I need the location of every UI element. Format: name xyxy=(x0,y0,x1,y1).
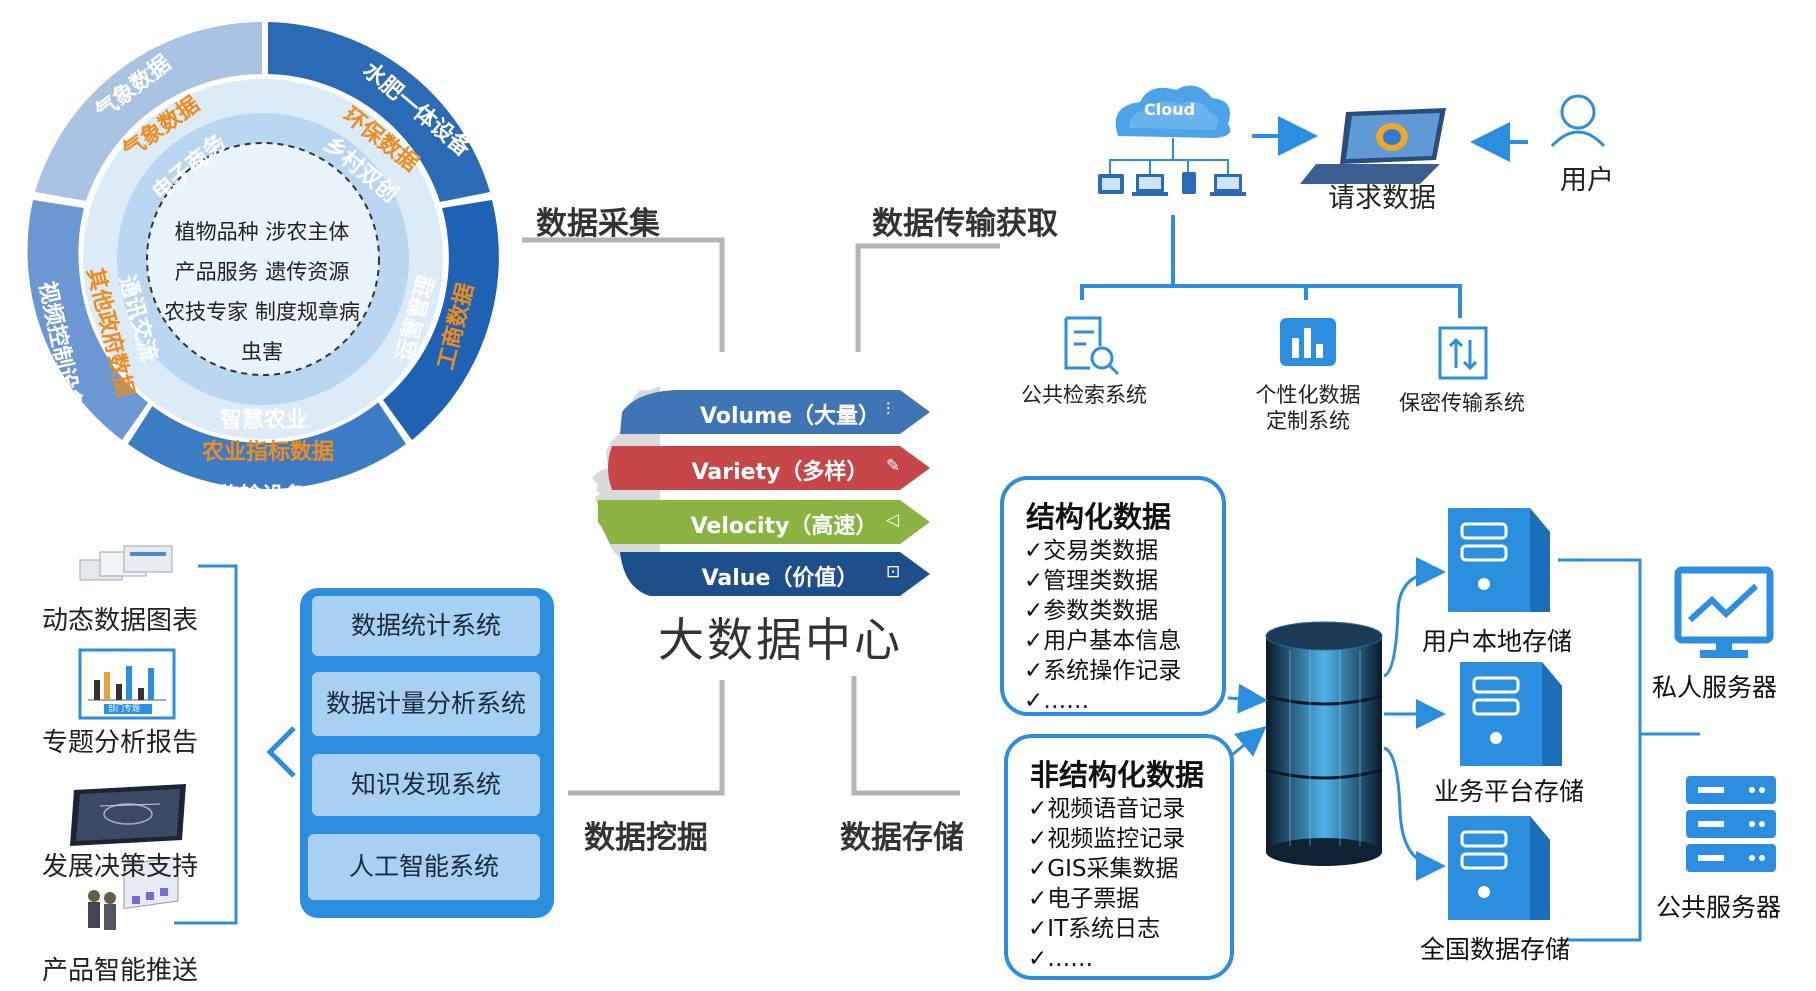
structured-data-card: 结构化数据 ✓交易类数据 ✓管理类数据 ✓参数类数据 ✓用户基本信息 ✓系统操作… xyxy=(1000,476,1226,716)
cloud-label: Cloud xyxy=(1144,100,1196,119)
source-ring xyxy=(27,22,499,490)
lock-icon: ⊡ xyxy=(886,562,901,582)
ribbon-volume-label: Volume（大量） xyxy=(700,404,880,429)
structured-item: ✓用户基本信息 xyxy=(1024,628,1182,654)
ribbon-value xyxy=(620,552,930,596)
report-icon xyxy=(78,648,176,720)
report-chip-label: 部门专题 xyxy=(108,704,140,713)
ribbon-value-label: Value（价值） xyxy=(701,566,859,591)
section-connectors xyxy=(522,237,1000,796)
section-title-transfer: 数据传输获取 xyxy=(872,206,1058,242)
data-metrics-analysis-system[interactable]: 数据计量分析系统 xyxy=(312,672,540,736)
connector-mining xyxy=(568,680,725,796)
storage-national: 全国数据存储 xyxy=(1420,935,1571,964)
structured-item: ✓系统操作记录 xyxy=(1024,658,1182,684)
core-line-1: 植物品种 涉农主体 xyxy=(174,220,350,244)
section-title-storage: 数据存储 xyxy=(840,820,964,856)
request-data-label: 请求数据 xyxy=(1328,183,1436,214)
structured-item: ✓…… xyxy=(1024,688,1090,714)
data-statistics-system[interactable]: 数据统计系统 xyxy=(312,596,540,656)
knowledge-discovery-system[interactable]: 知识发现系统 xyxy=(312,754,540,816)
section-title-mining: 数据挖掘 xyxy=(584,820,708,856)
custom-data-icon xyxy=(1280,318,1336,366)
core-line-4: 虫害 xyxy=(241,340,283,364)
structured-item: ✓管理类数据 xyxy=(1024,568,1159,594)
chart-thumbnail-icon xyxy=(79,545,173,581)
output-smart-push: 产品智能推送 xyxy=(42,956,199,986)
output-topic-report: 专题分析报告 xyxy=(42,728,199,758)
system-public-search: 公共检索系统 xyxy=(1021,383,1147,407)
section-title-collect: 数据采集 xyxy=(536,206,660,242)
send-icon: ◁ xyxy=(886,510,900,530)
structured-list: ✓交易类数据 ✓管理类数据 ✓参数类数据 ✓用户基本信息 ✓系统操作记录 ✓…… xyxy=(1024,536,1181,716)
ribbon-volume xyxy=(620,390,930,434)
connector-collect xyxy=(522,237,725,352)
inner-label-smart-agri: 智慧农业 xyxy=(220,408,309,433)
unstructured-title: 非结构化数据 xyxy=(1030,758,1205,792)
system-secure-transfer: 保密传输系统 xyxy=(1399,391,1525,415)
presentation-icon xyxy=(88,856,179,930)
output-decision-support: 发展决策支持 xyxy=(42,852,199,882)
search-system-icon xyxy=(1064,316,1120,376)
system-custom-data: 个性化数据 定制系统 xyxy=(1255,383,1361,433)
output-dynamic-charts: 动态数据图表 xyxy=(42,606,199,636)
storage-user-local: 用户本地存储 xyxy=(1422,627,1573,656)
unstructured-item: ✓IT系统日志 xyxy=(1028,916,1161,942)
core-line-3: 农技专家 制度规章病 xyxy=(164,300,360,324)
unstructured-item: ✓视频语音记录 xyxy=(1028,796,1186,822)
unstructured-item: ✓电子票据 xyxy=(1028,886,1140,912)
ribbon-velocity xyxy=(598,500,930,544)
orange-label-agri-index: 农业指标数据 xyxy=(202,440,335,465)
ribbon-variety xyxy=(608,446,930,490)
ribbon-variety-label: Variety（多样） xyxy=(691,460,869,485)
pencil-icon: ✎ xyxy=(886,456,901,476)
chevron-left-icon xyxy=(266,726,296,778)
ribbon-velocity-label: Velocity（高速） xyxy=(690,514,878,539)
server-bracket xyxy=(1558,558,1642,942)
connector-storage xyxy=(851,676,960,796)
structured-item: ✓参数类数据 xyxy=(1024,598,1159,624)
output-bracket xyxy=(174,564,238,925)
ai-system[interactable]: 人工智能系统 xyxy=(308,834,540,900)
decision-board-icon xyxy=(70,784,186,846)
outer-label-transmission: 传输设备 xyxy=(218,484,307,509)
unstructured-item: ✓…… xyxy=(1028,946,1094,972)
public-server-label: 公共服务器 xyxy=(1656,893,1782,922)
public-server-icon xyxy=(1686,776,1776,872)
core-data-text: 植物品种 涉农主体 产品服务 遗传资源 农技专家 制度规章病 虫害 xyxy=(142,212,382,372)
database-cylinder-icon xyxy=(1265,621,1383,866)
private-server-label: 私人服务器 xyxy=(1652,673,1778,702)
storage-server-icons xyxy=(1448,508,1562,920)
connector-transfer xyxy=(855,243,1000,352)
laptop-icon xyxy=(1300,108,1446,184)
user-label: 用户 xyxy=(1560,165,1614,196)
mining-systems-panel: 数据统计系统 数据计量分析系统 知识发现系统 人工智能系统 xyxy=(300,588,554,918)
unstructured-list: ✓视频语音记录 ✓视频监控记录 ✓GIS采集数据 ✓电子票据 ✓IT系统日志 ✓… xyxy=(1028,794,1185,974)
structured-item: ✓交易类数据 xyxy=(1024,538,1159,564)
cloud-network xyxy=(1080,85,1462,318)
storage-business-platform: 业务平台存储 xyxy=(1434,777,1585,806)
user-icon xyxy=(1550,94,1606,148)
secure-transfer-icon xyxy=(1438,326,1488,380)
private-server-icon xyxy=(1674,566,1774,658)
sliders-icon: ⫶ xyxy=(886,400,891,420)
unstructured-item: ✓视频监控记录 xyxy=(1028,826,1186,852)
structured-title: 结构化数据 xyxy=(1026,500,1172,534)
core-line-2: 产品服务 遗传资源 xyxy=(174,260,350,284)
big-data-center-title: 大数据中心 xyxy=(658,613,903,667)
big-data-head xyxy=(592,386,930,596)
unstructured-item: ✓GIS采集数据 xyxy=(1028,856,1179,882)
unstructured-data-card: 非结构化数据 ✓视频语音记录 ✓视频监控记录 ✓GIS采集数据 ✓电子票据 ✓I… xyxy=(1004,734,1234,980)
